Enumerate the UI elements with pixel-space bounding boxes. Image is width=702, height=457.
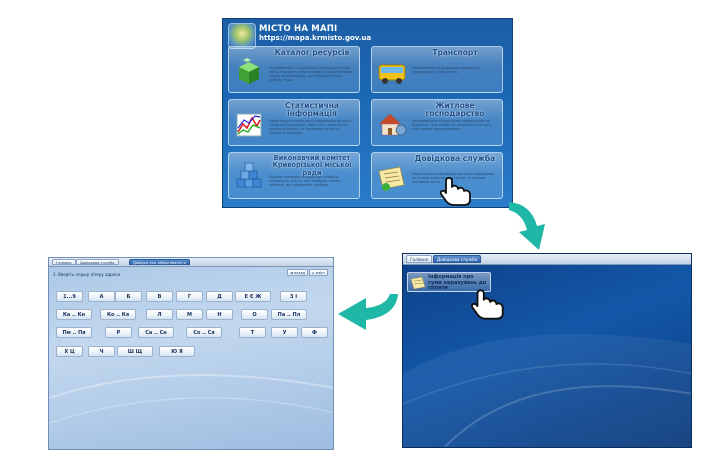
letter-key[interactable]: У (271, 327, 298, 338)
portal-title: МІСТО НА МАПІ (259, 24, 338, 34)
tab-reference-service[interactable]: Довідкова служба (433, 255, 482, 263)
letter-key[interactable]: В (146, 291, 173, 302)
tile-housing[interactable]: Житлове господарство Ознайомитися з буди… (371, 99, 503, 146)
tile-executive-committee[interactable]: Виконавчий комітет Криворізької міської … (228, 152, 360, 199)
tab-home[interactable]: Головна (406, 255, 433, 263)
reference-screen: Головна Довідкова служба Інформація про … (402, 253, 692, 448)
letter-key[interactable]: Р (105, 327, 132, 338)
letter-key[interactable]: Ч (88, 346, 115, 357)
debt-lookup-screen: Головна Довідкова служба Довідка про заб… (48, 257, 334, 450)
letter-key[interactable]: Ш Щ (117, 346, 153, 357)
tile-title: Транспорт (432, 48, 478, 57)
letter-key[interactable]: Ко .. Кя (100, 309, 136, 320)
letter-key[interactable]: Ю Я (159, 346, 195, 357)
tab-debt-info[interactable]: Довідка про заборгованість (129, 259, 190, 265)
letter-key[interactable]: Б (115, 291, 142, 302)
letter-key[interactable]: Д (206, 291, 233, 302)
bus-icon (378, 64, 406, 84)
tile-title: Житлове господарство (425, 101, 485, 118)
hand-pointer-icon (439, 177, 471, 206)
portal-url: https://mapa.krmisto.gov.ua (259, 34, 372, 42)
blocks-icon (236, 162, 262, 188)
document-icon (410, 276, 426, 290)
tile-desc: Ознайомитися з розкладом маршрутів грома… (412, 66, 480, 75)
tile-resource-catalog[interactable]: Каталог ресурсів Ознайомитися з соціальн… (228, 46, 360, 93)
address-prompt: 1. Введіть першу літеру адреси (53, 272, 121, 277)
house-icon (379, 114, 407, 136)
letter-key[interactable]: 1...9 (56, 291, 83, 302)
portal-screen: МІСТО НА МАПІ https://mapa.krmisto.gov.u… (222, 18, 513, 208)
letter-key[interactable]: Т (239, 327, 266, 338)
cubes-icon (239, 58, 259, 84)
flow-arrow-icon (509, 202, 545, 250)
letter-key[interactable]: Пм .. Пя (56, 327, 92, 338)
document-icon (378, 166, 405, 191)
letter-key[interactable]: Е Є Ж (235, 291, 271, 302)
charges-info-item[interactable]: Інформація про суми нарахувань до сплати (407, 272, 491, 292)
letter-key[interactable]: А (88, 291, 115, 302)
tab-home[interactable]: Головна (52, 259, 76, 265)
city-logo-icon (228, 23, 256, 49)
chart-icon (236, 113, 262, 137)
contents-button[interactable]: ⌂ зміст (309, 269, 329, 276)
flow-arrow-icon (338, 294, 398, 330)
letter-key[interactable]: О (241, 309, 268, 320)
hand-pointer-icon (470, 289, 504, 320)
letter-key[interactable]: М (176, 309, 203, 320)
tile-transport[interactable]: Транспорт Ознайомитися з розкладом маршр… (371, 46, 503, 93)
letter-key[interactable]: Г (176, 291, 203, 302)
item-label: Інформація про суми нарахувань до сплати (428, 274, 487, 292)
tile-desc: Переглянути статистичну інформацію по мі… (269, 119, 353, 136)
tile-desc: Прийом громадян посадовими особами, розп… (269, 175, 340, 188)
background-swoosh (49, 374, 333, 424)
letter-key[interactable]: Са .. Сн (138, 327, 174, 338)
tile-desc: Ознайомитися з будинками, інформацією по… (412, 119, 493, 132)
tile-title: Виконавчий комітет Криворізької міської … (272, 154, 352, 177)
tab-bar: Головна Довідкова служба Довідка про заб… (49, 258, 333, 267)
letter-key[interactable]: Ф (301, 327, 328, 338)
tile-statistics[interactable]: Статистична інформація Переглянути стати… (228, 99, 360, 146)
letter-key[interactable]: Со .. Ся (186, 327, 222, 338)
letter-key[interactable]: Л (146, 309, 173, 320)
letter-key[interactable]: Х Ц (56, 346, 83, 357)
letter-key[interactable]: Па .. Пл (271, 309, 307, 320)
tab-bar: Головна Довідкова служба (403, 254, 691, 265)
tile-title: Каталог ресурсів (274, 48, 350, 57)
tile-title: Довідкова служба (414, 154, 496, 163)
tile-desc: Ознайомитися з соціальною інфраструктуро… (269, 66, 353, 83)
tab-reference-service[interactable]: Довідкова служба (76, 259, 119, 265)
letter-key[interactable]: Ка .. Кн (56, 309, 92, 320)
tile-title: Статистична інформація (285, 101, 339, 118)
letter-key[interactable]: З І (280, 291, 307, 302)
background-swoosh (403, 334, 691, 447)
letter-key[interactable]: Н (206, 309, 233, 320)
back-button[interactable]: ◄ назад (287, 269, 309, 276)
